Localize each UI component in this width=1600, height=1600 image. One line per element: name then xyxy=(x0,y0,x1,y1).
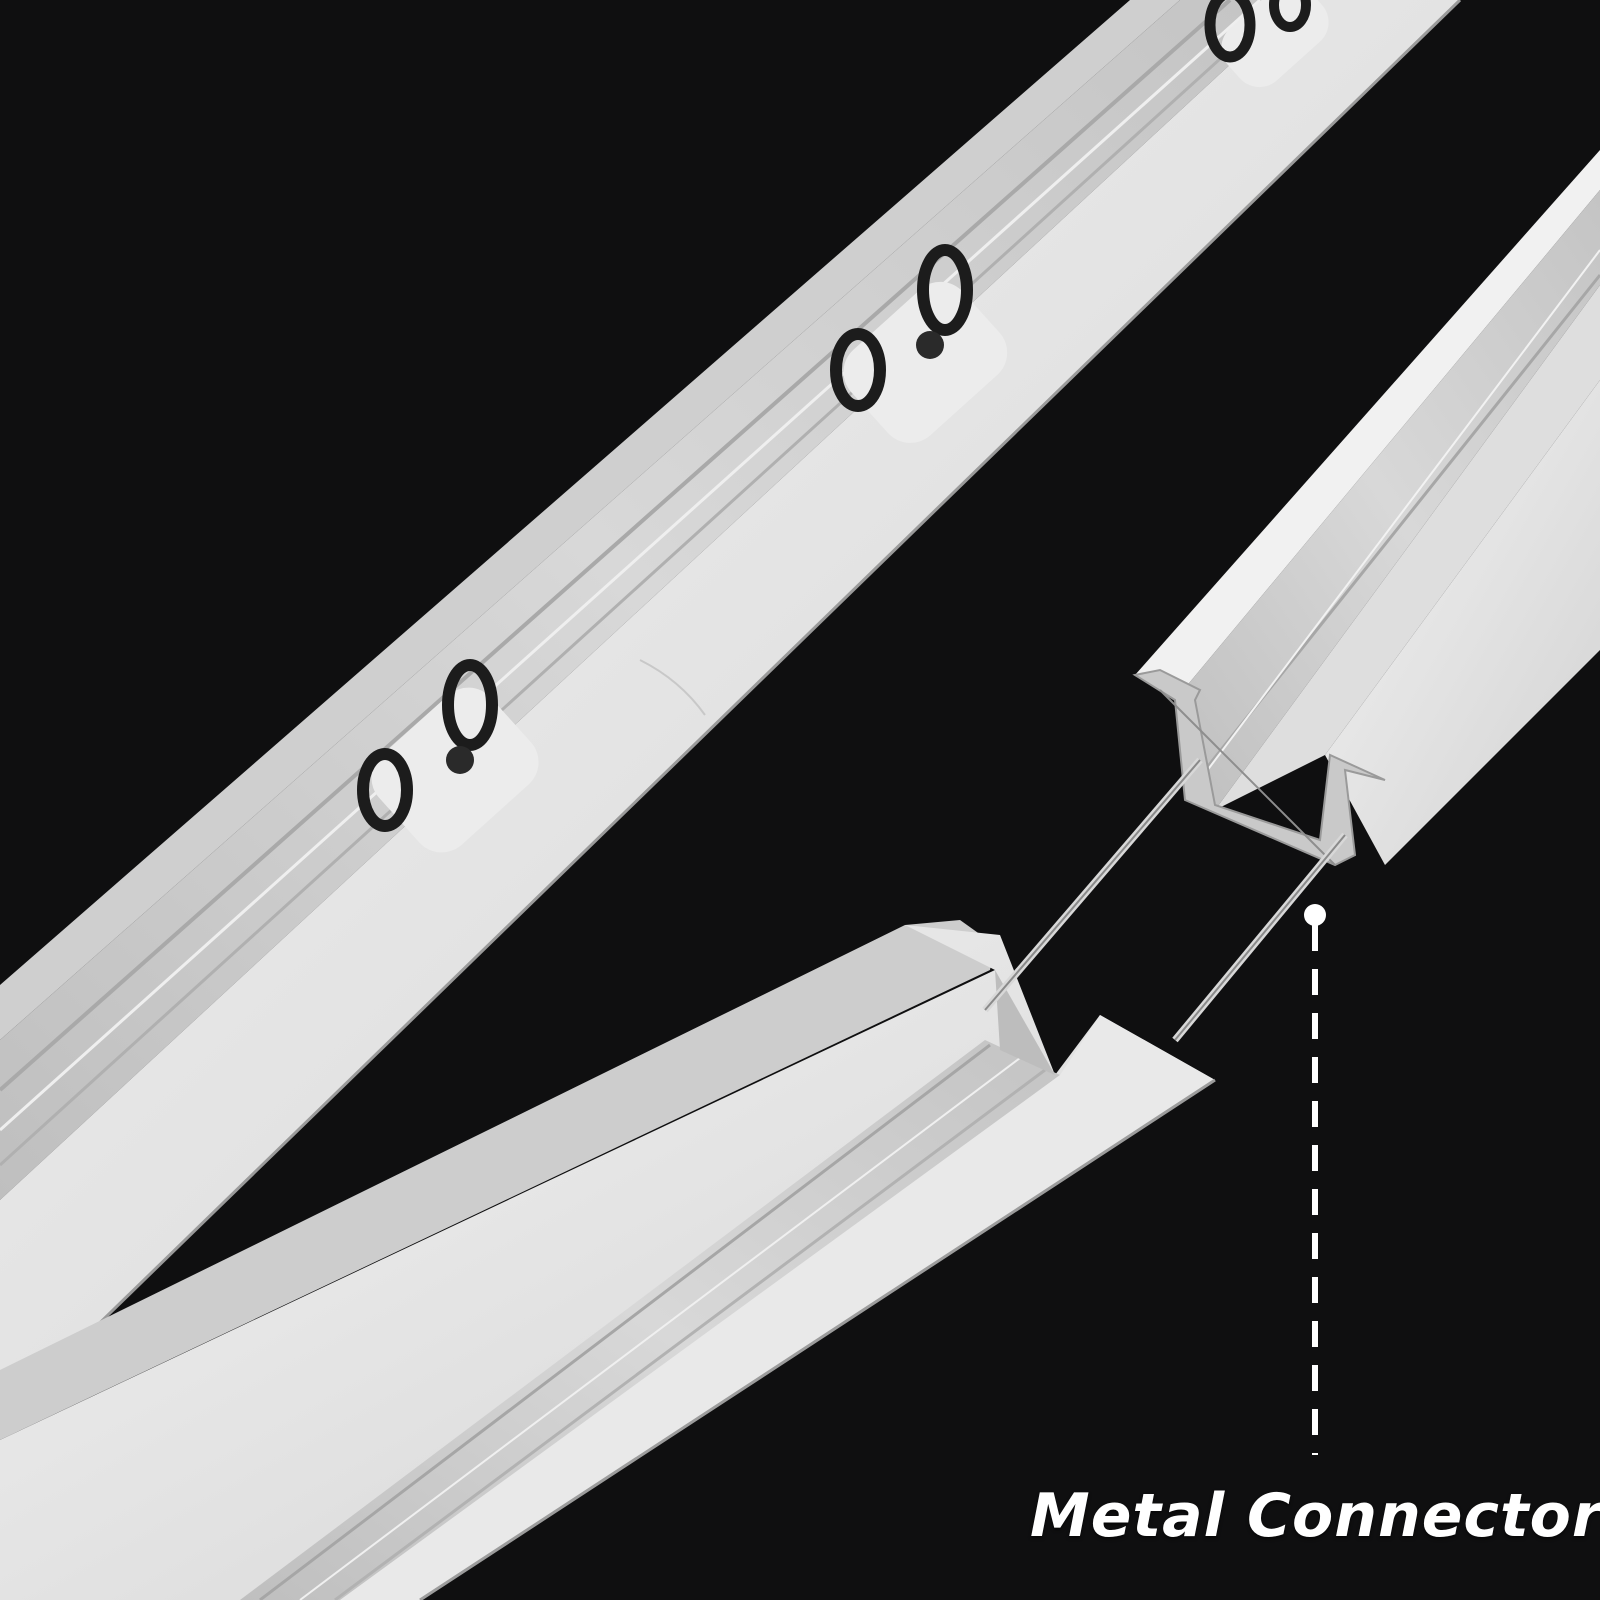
glider-2 xyxy=(830,244,1008,443)
callout-leader xyxy=(1304,904,1326,1455)
metal-connector xyxy=(982,757,1348,1043)
glider-1 xyxy=(357,659,539,853)
callout-label: Metal Connector xyxy=(1030,1481,1600,1551)
lower-rail-left xyxy=(0,920,1216,1600)
glider-3 xyxy=(1204,0,1329,88)
upper-rail xyxy=(0,0,1462,1422)
lower-rail-right xyxy=(1132,150,1600,867)
